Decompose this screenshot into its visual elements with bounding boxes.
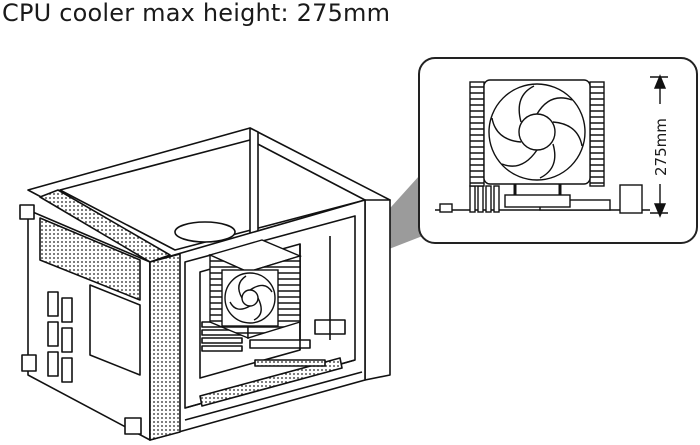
side-grille-left <box>47 291 73 383</box>
caption-title: CPU cooler max height: 275mm <box>2 0 391 27</box>
dimension-label-bg <box>646 104 674 184</box>
dimension-label: 275mm <box>652 118 670 176</box>
pc-case-illustration <box>19 127 391 441</box>
cpu-tower-cooler-icon <box>469 79 605 208</box>
case-cpu-cooler <box>207 239 303 340</box>
fan-icon <box>491 85 583 179</box>
